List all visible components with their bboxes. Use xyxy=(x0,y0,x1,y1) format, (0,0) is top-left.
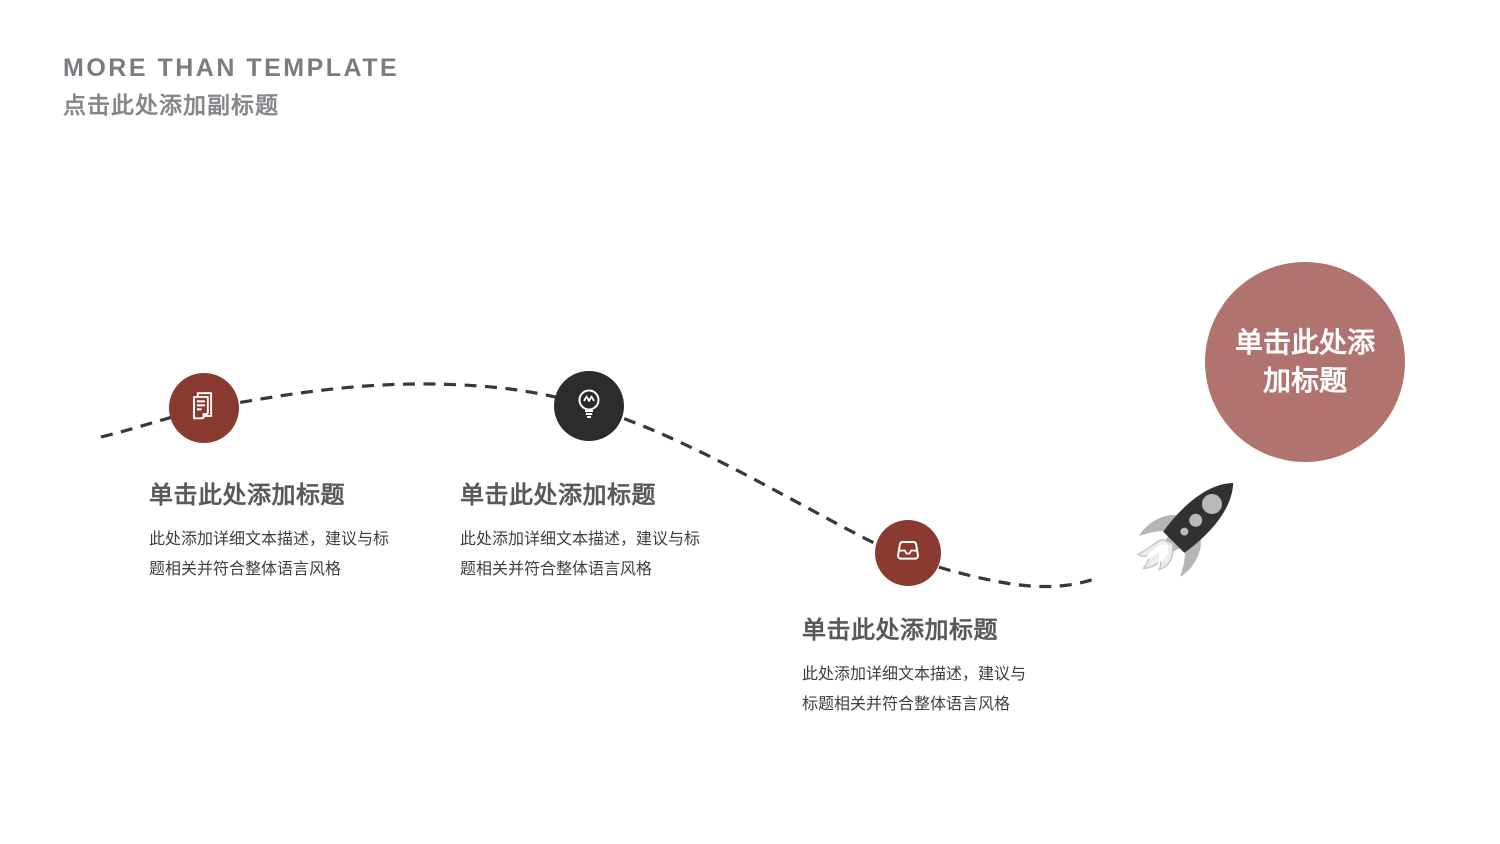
step-body-line: 此处添加详细文本描述，建议与标 xyxy=(460,531,701,548)
page-subtitle-placeholder[interactable]: 点击此处添加副标题 xyxy=(63,92,279,118)
step-text-1[interactable]: 单击此处添加标题 此处添加详细文本描述，建议与标 题相关并符合整体语言风格 xyxy=(149,475,389,585)
step-node-3[interactable] xyxy=(875,520,941,586)
step-title[interactable]: 单击此处添加标题 xyxy=(149,482,345,509)
lightbulb-icon xyxy=(569,384,609,429)
step-body-line: 题相关并符合整体语言风格 xyxy=(460,561,653,578)
rocket-icon xyxy=(1136,482,1234,577)
step-title[interactable]: 单击此处添加标题 xyxy=(460,482,656,509)
step-node-1[interactable] xyxy=(169,373,239,443)
step-body-line: 此处添加详细文本描述，建议与 xyxy=(802,666,1027,683)
main-title-circle[interactable]: 单击此处添 加标题 xyxy=(1205,262,1405,462)
step-text-3[interactable]: 单击此处添加标题 此处添加详细文本描述，建议与 标题相关并符合整体语言风格 xyxy=(802,610,1026,720)
step-body-line: 标题相关并符合整体语言风格 xyxy=(802,696,1011,713)
inbox-icon xyxy=(890,533,926,574)
document-icon xyxy=(185,387,223,430)
step-body[interactable]: 此处添加详细文本描述，建议与 标题相关并符合整体语言风格 xyxy=(802,660,1026,720)
step-body-line: 题相关并符合整体语言风格 xyxy=(149,561,342,578)
main-title-line: 单击此处添 xyxy=(1234,327,1375,358)
header: MORE THAN TEMPLATE 点击此处添加副标题 xyxy=(63,54,399,120)
step-body[interactable]: 此处添加详细文本描述，建议与标 题相关并符合整体语言风格 xyxy=(149,525,389,585)
step-body[interactable]: 此处添加详细文本描述，建议与标 题相关并符合整体语言风格 xyxy=(460,525,700,585)
step-body-line: 此处添加详细文本描述，建议与标 xyxy=(149,531,390,548)
step-title[interactable]: 单击此处添加标题 xyxy=(802,617,998,644)
step-text-2[interactable]: 单击此处添加标题 此处添加详细文本描述，建议与标 题相关并符合整体语言风格 xyxy=(460,475,700,585)
main-title-line: 加标题 xyxy=(1262,365,1347,396)
step-node-2[interactable] xyxy=(554,371,624,441)
page-title: MORE THAN TEMPLATE xyxy=(63,54,400,82)
